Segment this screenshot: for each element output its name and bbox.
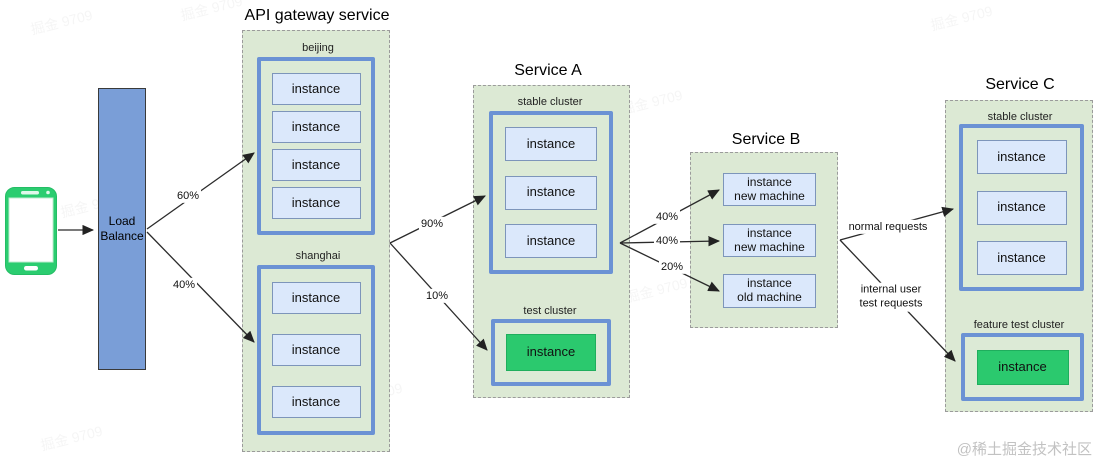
machine-label: old machine bbox=[737, 290, 802, 304]
instance-box: instance bbox=[271, 111, 361, 143]
api-gateway-region: beijing instance instance instance insta… bbox=[242, 30, 390, 452]
instance-box: instance bbox=[976, 241, 1067, 275]
instance-label: instance bbox=[997, 249, 1046, 265]
edge-label-20-b3: 20% bbox=[658, 259, 686, 275]
instance-label: instance bbox=[291, 341, 341, 357]
instance-label: instance bbox=[747, 276, 792, 291]
edge-label-40-b2: 40% bbox=[653, 233, 681, 249]
watermark: 掘金 9709 bbox=[29, 6, 95, 38]
shanghai-cluster-label: shanghai bbox=[295, 250, 341, 262]
instance-box: instance new machine bbox=[723, 224, 816, 257]
machine-label: new machine bbox=[734, 188, 805, 203]
instance-label: instance bbox=[747, 225, 792, 240]
service-c-feature-test-cluster: instance bbox=[961, 333, 1084, 401]
instance-label: instance bbox=[291, 80, 341, 96]
instance-box: instance bbox=[271, 187, 361, 219]
edge-label-40-b1: 40% bbox=[653, 209, 681, 225]
instance-label: instance bbox=[291, 156, 341, 172]
instance-box: instance new machine bbox=[723, 173, 816, 206]
watermark: 掘金 9709 bbox=[624, 274, 690, 306]
service-a-stable-label: stable cluster bbox=[517, 96, 583, 108]
instance-box-green: instance bbox=[976, 349, 1069, 385]
beijing-cluster-label: beijing bbox=[302, 42, 334, 54]
service-c-stable-label: stable cluster bbox=[987, 111, 1053, 123]
instance-label: instance bbox=[526, 184, 576, 200]
instance-box-green: instance bbox=[506, 334, 596, 371]
instance-box: instance bbox=[271, 149, 361, 181]
instance-label: instance bbox=[526, 232, 576, 248]
instance-box: instance bbox=[271, 334, 361, 366]
instance-box: instance bbox=[271, 282, 361, 314]
instance-label: instance bbox=[291, 393, 341, 409]
instance-box: instance bbox=[505, 127, 597, 161]
instance-label: instance bbox=[291, 289, 341, 305]
service-b-title: Service B bbox=[731, 131, 801, 148]
service-a-test-label: test cluster bbox=[523, 305, 577, 317]
instance-box: instance old machine bbox=[723, 274, 816, 308]
instance-label: instance bbox=[526, 344, 576, 360]
service-c-region: stable cluster instance instance instanc… bbox=[945, 100, 1093, 412]
service-a-region: stable cluster instance instance instanc… bbox=[473, 85, 630, 398]
instance-label: instance bbox=[747, 174, 792, 189]
instance-label: instance bbox=[291, 194, 341, 210]
service-b-region: instance new machine instance new machin… bbox=[690, 152, 838, 328]
beijing-cluster: instance instance instance instance bbox=[257, 57, 375, 235]
edge-label-normal-requests: normal requests bbox=[846, 219, 930, 235]
machine-label: new machine bbox=[734, 239, 805, 254]
instance-label: instance bbox=[291, 118, 341, 134]
edge-label-10: 10% bbox=[423, 288, 451, 304]
instance-box: instance bbox=[271, 386, 361, 418]
load-balancer-label: Load Balance bbox=[100, 214, 144, 243]
watermark: 掘金 9709 bbox=[39, 422, 105, 454]
instance-box: instance bbox=[505, 224, 597, 258]
instance-label: instance bbox=[526, 135, 576, 151]
service-a-stable-cluster: instance instance instance bbox=[489, 111, 613, 274]
instance-box: instance bbox=[976, 140, 1067, 174]
edge-label-90: 90% bbox=[418, 216, 446, 232]
load-balancer: Load Balance bbox=[98, 88, 146, 370]
edge-lb-to-shanghai bbox=[146, 231, 255, 343]
service-c-title: Service C bbox=[985, 76, 1055, 93]
instance-label: instance bbox=[998, 358, 1047, 374]
instance-label: instance bbox=[997, 199, 1046, 215]
instance-box: instance bbox=[271, 73, 361, 105]
edge-label-40: 40% bbox=[170, 277, 198, 293]
edge-label-internal-test-requests: internal user test requests bbox=[857, 282, 925, 312]
api-gateway-title: API gateway service bbox=[244, 7, 390, 24]
smartphone-icon bbox=[4, 186, 58, 281]
instance-box: instance bbox=[505, 175, 597, 210]
edge-label-60: 60% bbox=[174, 188, 202, 204]
instance-label: instance bbox=[997, 148, 1046, 164]
shanghai-cluster: instance instance instance bbox=[257, 265, 375, 435]
service-a-title: Service A bbox=[514, 62, 582, 79]
credit-watermark: @稀土掘金技术社区 bbox=[956, 441, 1092, 458]
service-c-stable-cluster: instance instance instance bbox=[959, 124, 1084, 291]
service-c-feature-test-label: feature test cluster bbox=[973, 319, 1065, 331]
service-a-test-cluster: instance bbox=[491, 319, 611, 386]
watermark: 掘金 9709 bbox=[929, 2, 995, 34]
watermark: 掘金 9709 bbox=[179, 0, 245, 24]
instance-box: instance bbox=[976, 190, 1067, 225]
